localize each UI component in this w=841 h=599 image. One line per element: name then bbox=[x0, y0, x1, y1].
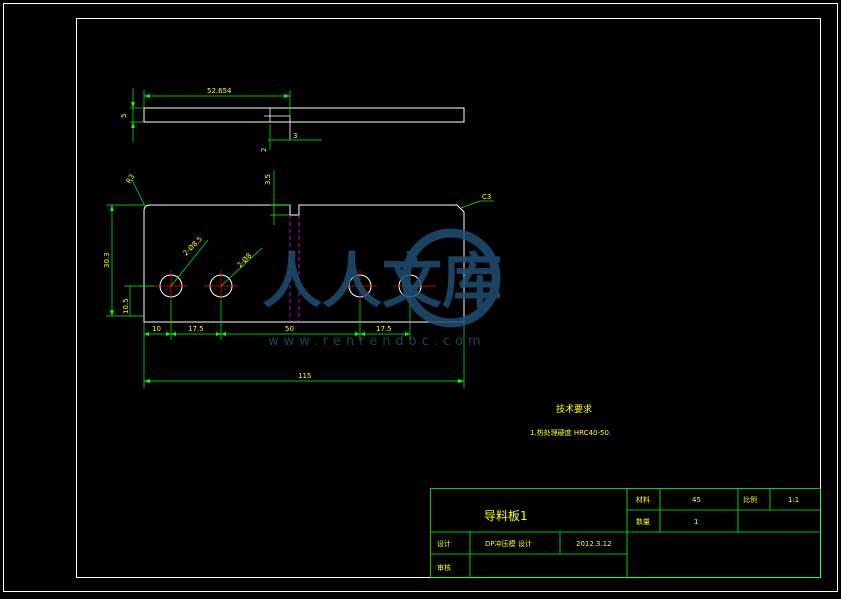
dim-overall-length: 115 bbox=[298, 372, 311, 380]
top-view-plate bbox=[143, 107, 465, 123]
title-scale-label: 比例 bbox=[743, 495, 757, 504]
top-view: 52.654 5 3 2 bbox=[120, 87, 465, 152]
title-qty-value: 1 bbox=[694, 518, 698, 526]
dim-slot-depth: 3.5 bbox=[264, 174, 272, 185]
title-date: 2012.3.12 bbox=[576, 540, 612, 548]
title-block bbox=[430, 488, 821, 578]
corner-right-label: C3 bbox=[482, 193, 491, 201]
dim-spacing-right: 17.5 bbox=[376, 325, 392, 333]
outer-border bbox=[3, 3, 838, 592]
title-review-label: 审核 bbox=[437, 563, 451, 572]
dim-step-3: 3 bbox=[293, 132, 297, 140]
watermark-logo-ring bbox=[401, 228, 501, 328]
dim-step-2: 2 bbox=[260, 148, 268, 152]
watermark: 人人文库 www.renrendoc.com bbox=[262, 228, 502, 349]
dim-top-length: 52.654 bbox=[207, 87, 232, 95]
title-material-value: 45 bbox=[692, 496, 701, 504]
front-view-outline bbox=[143, 204, 465, 323]
watermark-text: 人人文库 bbox=[262, 247, 502, 317]
title-part-name: 导料板1 bbox=[484, 509, 528, 523]
dim-height: 30.3 bbox=[103, 252, 111, 268]
dim-spacing-left: 17.5 bbox=[188, 325, 204, 333]
title-material-label: 材料 bbox=[636, 495, 650, 504]
title-qty-label: 数量 bbox=[636, 517, 650, 526]
hole-spec-2: 2-Ø8 bbox=[236, 252, 254, 270]
notes-line1: 1.热处理硬度 HRC40-50. bbox=[530, 428, 611, 437]
dim-hole-center-height: 10.5 bbox=[122, 298, 130, 314]
front-view: 2-Ø8.5 2-Ø8 R3 C3 3.5 30.3 10.5 10 bbox=[103, 170, 494, 388]
dim-spacing-50: 50 bbox=[285, 325, 294, 333]
title-design-label: 设计 bbox=[437, 539, 451, 548]
hole-spec-1: 2-Ø8.5 bbox=[182, 235, 204, 257]
dim-offset-10: 10 bbox=[152, 325, 161, 333]
corner-left-label: R3 bbox=[125, 173, 137, 185]
title-designer: DP冲压模 设计 bbox=[485, 539, 532, 548]
watermark-url: www.renrendoc.com bbox=[268, 334, 486, 349]
title-scale-value: 1:1 bbox=[788, 496, 799, 504]
dim-plate-thickness: 5 bbox=[120, 114, 128, 118]
notes-heading: 技术要求 bbox=[556, 403, 592, 415]
top-view-step bbox=[264, 108, 291, 140]
